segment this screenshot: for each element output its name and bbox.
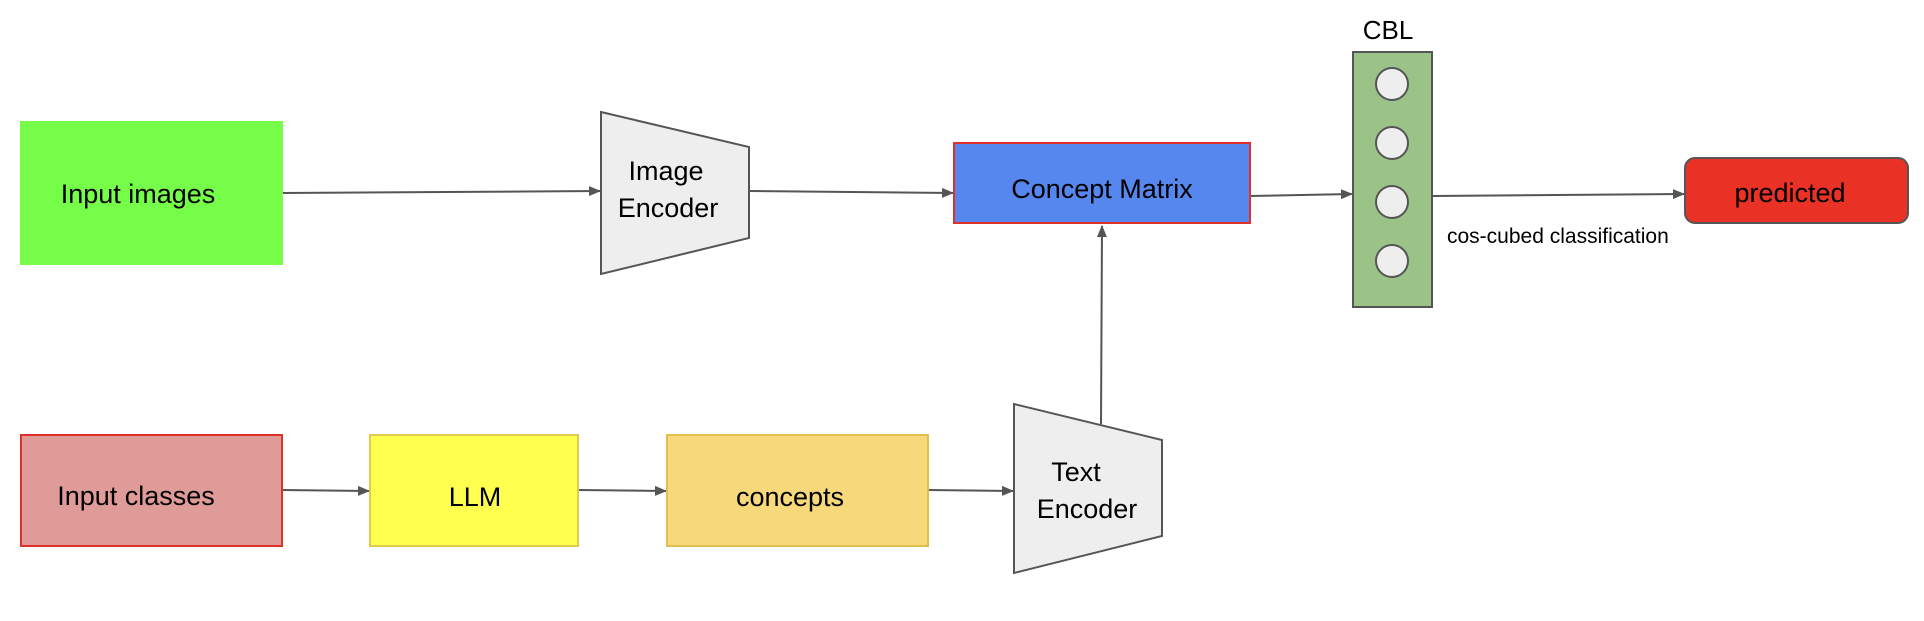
edge-input-images-to-image-encoder — [281, 186, 601, 197]
cbl-neuron — [1375, 126, 1409, 160]
concept-matrix-label: Concept Matrix — [1011, 174, 1193, 204]
concepts-node: concepts — [666, 434, 929, 547]
edges — [281, 186, 1685, 496]
edge-cbl-to-predicted — [1431, 189, 1685, 200]
cbl-title: CBL — [1363, 15, 1414, 45]
image-encoder-label-line2: Encoder — [618, 193, 719, 223]
llm-box — [369, 434, 579, 547]
edge-concept-matrix-to-cbl — [1249, 189, 1353, 200]
cbl-neuron — [1375, 185, 1409, 219]
llm-node: LLM — [369, 434, 579, 547]
text-encoder-node: Text Encoder — [1013, 402, 1163, 575]
cbl-neurons — [1375, 67, 1409, 278]
input-classes-node: Input classes — [20, 434, 283, 547]
cbl-neuron — [1375, 244, 1409, 278]
input-images-box — [20, 121, 283, 265]
cbl-neuron — [1375, 67, 1409, 101]
image-encoder-trapezoid — [600, 110, 750, 276]
llm-label: LLM — [449, 482, 502, 512]
cos-cubed-classification-label: cos-cubed classification — [1447, 225, 1669, 248]
predicted-node: predicted — [1684, 157, 1909, 224]
concepts-label: concepts — [736, 482, 844, 512]
concepts-box — [666, 434, 929, 547]
input-classes-label: Input classes — [57, 481, 215, 511]
text-encoder-label-line2: Encoder — [1037, 494, 1138, 524]
edge-llm-to-concepts — [577, 485, 667, 496]
edge-image-encoder-to-concept-matrix — [748, 187, 954, 198]
predicted-box — [1684, 157, 1909, 224]
text-encoder-trapezoid — [1013, 402, 1163, 575]
input-images-node: Input images — [20, 121, 283, 265]
input-classes-box — [20, 434, 283, 547]
image-encoder-node: Image Encoder — [600, 110, 750, 276]
concept-matrix-box — [953, 142, 1251, 224]
edge-text-encoder-to-concept-matrix — [1096, 225, 1107, 425]
predicted-label: predicted — [1734, 178, 1845, 208]
image-encoder-label-line1: Image — [628, 156, 703, 186]
text-encoder-label-line1: Text — [1051, 457, 1101, 487]
concept-matrix-node: Concept Matrix — [953, 142, 1251, 224]
edge-concepts-to-text-encoder — [927, 485, 1014, 496]
input-images-label: Input images — [61, 179, 216, 209]
cbl-node: CBL — [1352, 15, 1433, 308]
edge-input-classes-to-llm — [281, 485, 370, 496]
